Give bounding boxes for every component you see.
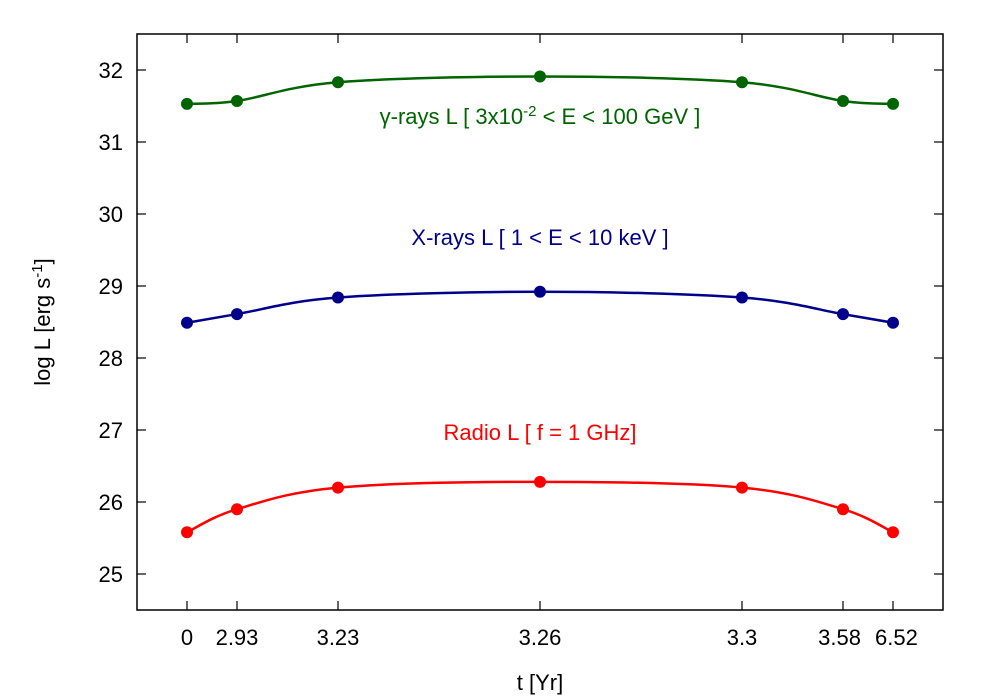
x-axis: 0 2.93 3.23 3.26 3.3 3.58 6.52 [181, 34, 918, 650]
y-axis-label-base: log L [erg s [30, 278, 55, 386]
radio-label-text: Radio L [ f = 1 GHz] [444, 420, 637, 445]
gamma-label-tail: < E < 100 GeV ] [536, 104, 700, 129]
x-tick-label: 6.52 [875, 625, 918, 650]
y-tick-label: 25 [99, 562, 123, 587]
radio-line [186, 480, 894, 534]
series-labels: γ-rays L [ 3x10-2 < E < 100 GeV ] X-rays … [380, 103, 701, 446]
series-group [181, 70, 899, 539]
radio-label: Radio L [ f = 1 GHz] [444, 420, 637, 445]
x-tick-label: 3.3 [727, 625, 758, 650]
y-axis-label-close: ] [30, 258, 55, 264]
xray-label-text: X-rays L [ 1 < E < 10 keV ] [411, 225, 668, 250]
y-tick-label: 28 [99, 346, 123, 371]
radio-point [332, 481, 344, 494]
gamma-point [231, 94, 243, 107]
radio-point [534, 475, 546, 488]
y-axis: 25 26 27 28 29 30 31 32 [99, 58, 943, 587]
radio-point [887, 526, 899, 539]
gamma-point [887, 97, 899, 110]
gamma-label-sup: -2 [523, 103, 536, 120]
y-tick-label: 31 [99, 130, 123, 155]
gamma-label: γ-rays L [ 3x10-2 < E < 100 GeV ] [380, 103, 701, 130]
radio-point [231, 503, 243, 516]
gamma-point [181, 97, 193, 110]
xray-label: X-rays L [ 1 < E < 10 keV ] [411, 225, 668, 250]
y-tick-label: 32 [99, 58, 123, 83]
xray-point [534, 285, 546, 298]
xray-point [887, 316, 899, 329]
gamma-point [736, 76, 748, 89]
xray-point [332, 291, 344, 304]
radio-point [837, 503, 849, 516]
y-axis-label: log L [erg s-1] [29, 258, 56, 386]
y-tick-label: 30 [99, 202, 123, 227]
y-tick-label: 29 [99, 274, 123, 299]
y-axis-label-sup: -1 [29, 264, 46, 277]
gamma-point [332, 76, 344, 89]
x-tick-label: 2.93 [216, 625, 259, 650]
y-tick-label: 27 [99, 418, 123, 443]
xray-point [837, 308, 849, 321]
gamma-point [534, 70, 546, 83]
x-tick-label: 3.26 [519, 625, 562, 650]
xray-point [181, 316, 193, 329]
x-axis-label: t [Yr] [517, 670, 563, 695]
radio-point [736, 481, 748, 494]
radio-point [181, 526, 193, 539]
x-tick-label: 3.23 [317, 625, 360, 650]
y-tick-label: 26 [99, 490, 123, 515]
xray-point [231, 308, 243, 321]
x-tick-label: 3.58 [818, 625, 861, 650]
gamma-point [837, 94, 849, 107]
gamma-label-text: γ-rays L [ 3x10 [380, 104, 523, 129]
x-tick-label: 0 [181, 625, 193, 650]
xray-point [736, 291, 748, 304]
